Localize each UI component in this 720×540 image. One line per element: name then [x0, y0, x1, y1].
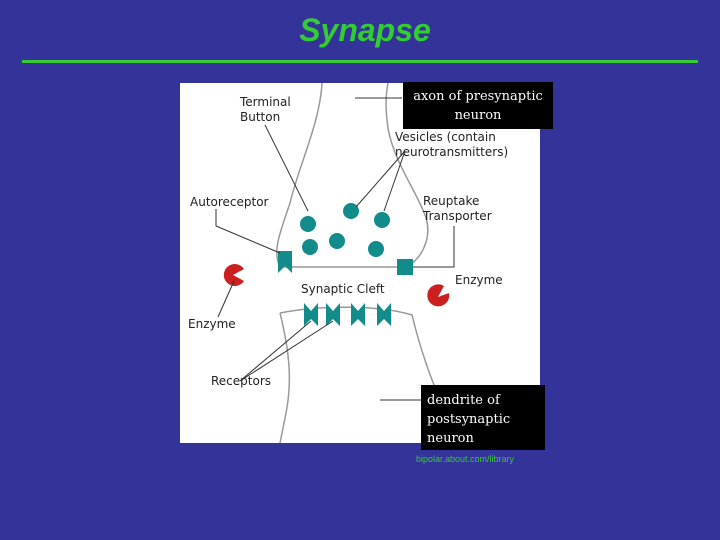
leader-line: [239, 320, 312, 382]
leader-line: [355, 150, 406, 208]
label-receptors: Receptors: [211, 374, 272, 388]
autoreceptor-shape: [278, 251, 292, 273]
receptor: [377, 303, 391, 326]
presynaptic-terminal: [276, 83, 429, 268]
callout-axon: axon of presynaptic neuron: [403, 82, 553, 129]
receptor: [326, 303, 340, 311]
synapse-illustration: [215, 83, 459, 443]
leader-line: [215, 209, 281, 254]
receptor: [351, 303, 365, 326]
label-synaptic-cleft: Synaptic Cleft: [301, 282, 385, 296]
label-terminal-button: Terminal Button: [240, 95, 291, 124]
leader-line: [217, 280, 235, 318]
label-reuptake-transporter: Reuptake Transporter: [423, 194, 492, 223]
callout-dendrite: dendrite of postsynaptic neuron: [421, 385, 545, 450]
title-divider: [22, 60, 698, 63]
vesicle: [329, 233, 345, 249]
label-enzyme-left: Enzyme: [188, 317, 236, 331]
vesicle: [368, 241, 384, 257]
synapse-diagram: Terminal Button Vesicles (contain neurot…: [180, 83, 540, 443]
vesicle: [300, 216, 316, 232]
leader-line: [413, 226, 455, 268]
vesicle: [374, 212, 390, 228]
vesicle: [302, 239, 318, 255]
slide-title: Synapse: [299, 12, 431, 48]
leader-line: [239, 320, 334, 382]
label-autoreceptor: Autoreceptor: [190, 195, 269, 209]
label-vesicles: Vesicles (contain neurotransmitters): [395, 130, 509, 159]
label-enzyme-right: Enzyme: [455, 273, 503, 287]
receptor: [377, 303, 391, 311]
reuptake-transporter-shape: [397, 259, 413, 275]
leader-line: [264, 124, 309, 212]
receptor: [351, 303, 365, 311]
enzyme-left-shape: [223, 264, 244, 286]
receptor: [326, 303, 340, 326]
enzyme-right-shape: [427, 284, 450, 307]
vesicle: [343, 203, 359, 219]
receptor: [304, 303, 318, 311]
leader-line: [383, 150, 406, 212]
source-credit: bipolar.about.com/library: [416, 454, 515, 464]
receptor: [304, 303, 318, 326]
